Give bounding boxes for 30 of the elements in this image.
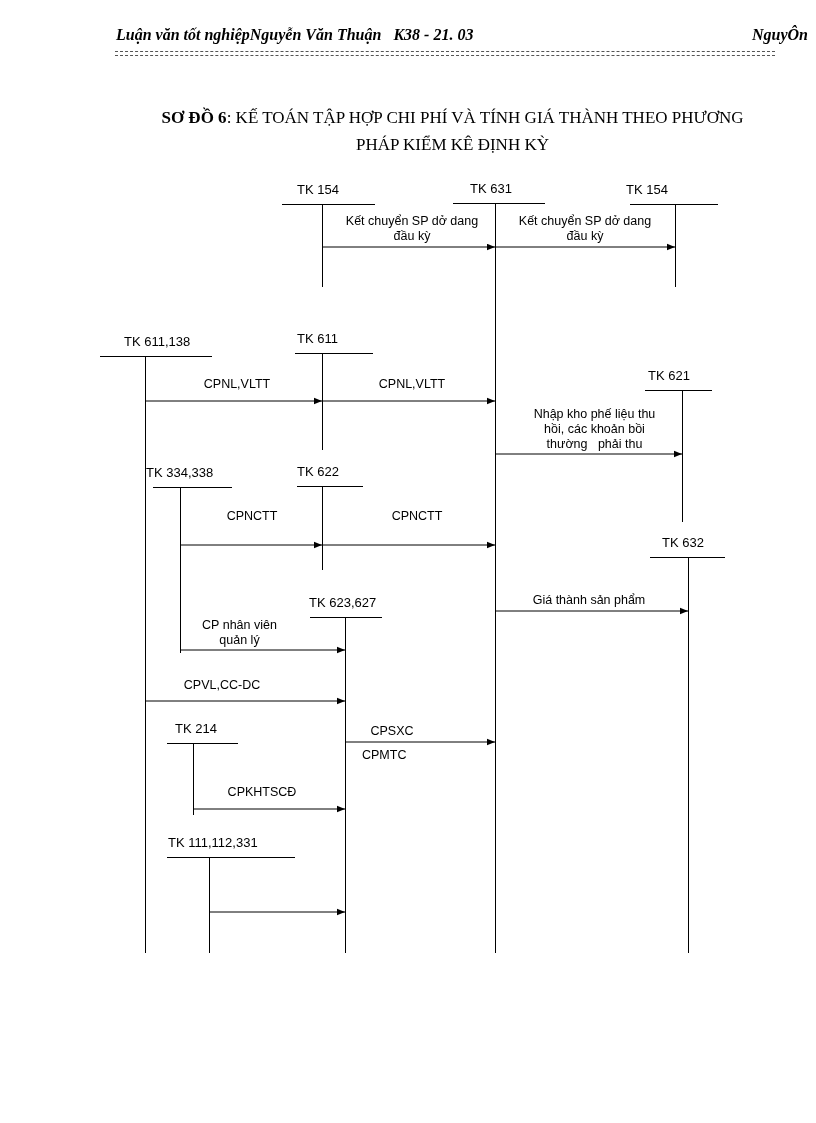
account-label: TK 611 [297,331,338,347]
account-label: TK 334,338 [146,465,214,481]
account-note: CPMTC [362,748,407,763]
arrow [494,607,689,615]
account-label: TK 622 [297,464,339,480]
arrow [144,397,323,405]
account-label: TK 623,627 [309,595,377,611]
account-label: TK 611,138 [124,334,191,350]
arrow [208,908,346,916]
arrow [192,805,346,813]
arrow [321,243,496,251]
arrow [179,541,323,549]
arrow [344,738,496,746]
account-label: TK 111,112,331 [168,835,258,851]
arrow [321,397,496,405]
account-label: TK 621 [648,368,690,384]
diagram-title: SƠ ĐỒ 6: KẾ TOÁN TẬP HỢP CHI PHÍ VÀ TÍNH GIÁ THÀNH THEO PHƯƠNG PHÁP KIỂM KÊ ĐỊNH KỲ [160,106,745,156]
account-label: TK 631 [470,181,512,197]
t-account [167,835,295,953]
arrow [144,697,346,705]
account-label: TK 214 [175,721,217,737]
account-label: TK 632 [662,535,704,551]
account-label: TK 154 [297,182,339,198]
header-text: Luận văn tốt nghiệpNguyễn Văn Thuận K38 - 21. 03 [116,26,474,44]
arrow [321,541,496,549]
arrow [494,243,676,251]
header-text: NguyÔn [752,26,808,44]
arrow [179,646,346,654]
arrow [494,450,683,458]
account-label: TK 154 [626,182,668,198]
